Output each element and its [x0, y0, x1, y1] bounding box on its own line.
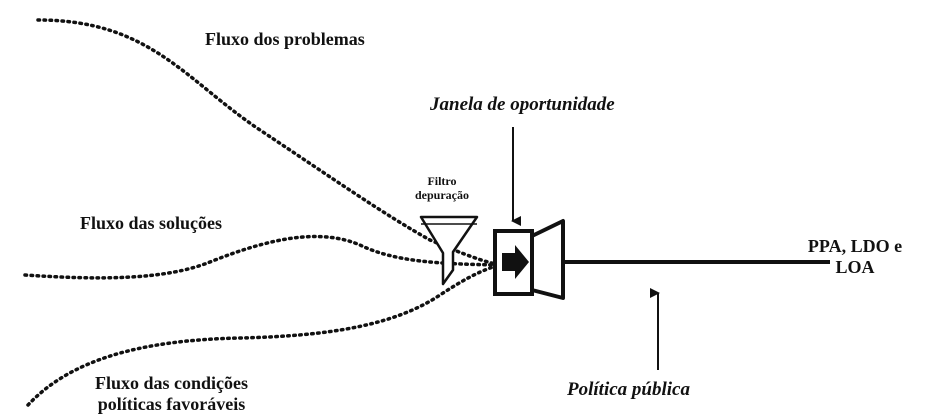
- conditions-stream-line: [26, 263, 502, 407]
- conditions-stream-label: Fluxo das condições políticas favoráveis: [95, 373, 248, 414]
- public-policy-label: Política pública: [567, 379, 690, 400]
- window-opportunity-label: Janela de oportunidade: [430, 94, 615, 115]
- solutions-stream-label: Fluxo das soluções: [80, 213, 223, 233]
- output-label-line2: LOA: [835, 256, 875, 277]
- problems-stream-label: Fluxo dos problemas: [205, 29, 365, 49]
- solutions-stream-line: [23, 234, 502, 280]
- filter-label-line2: depuração: [415, 187, 469, 202]
- conditions-label-line1: Fluxo das condições: [95, 373, 249, 393]
- conditions-label-line2: políticas favoráveis: [97, 393, 246, 414]
- window-opportunity-icon: [493, 219, 565, 300]
- filter-label: Filtro depuração: [400, 174, 484, 203]
- filter-label-line1: Filtro: [427, 174, 457, 188]
- filter-funnel-icon: [419, 215, 479, 286]
- output-label-line1: PPA, LDO e: [807, 236, 903, 256]
- output-label: PPA, LDO e LOA: [800, 236, 910, 277]
